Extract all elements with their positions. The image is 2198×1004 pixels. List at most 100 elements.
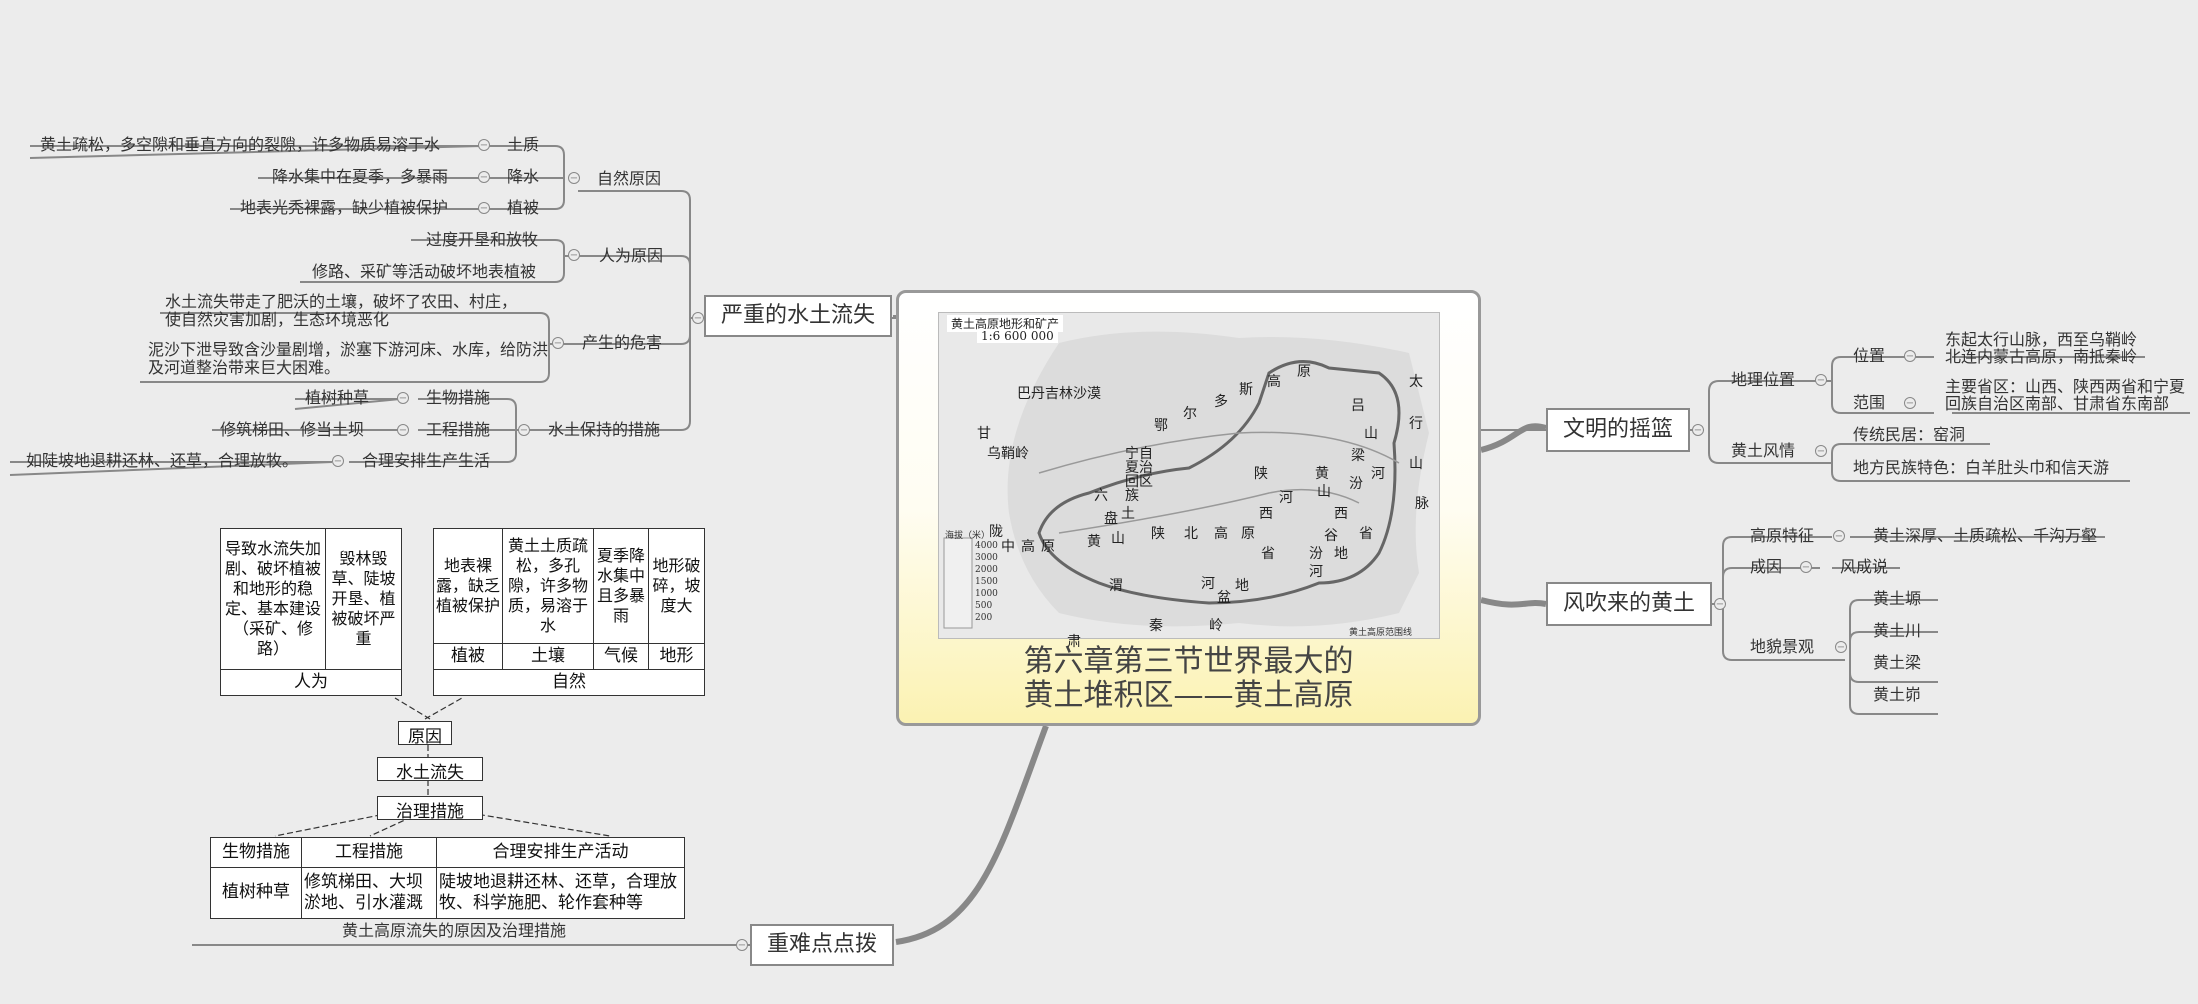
map-label: 盘 xyxy=(1104,511,1118,527)
map-label: 地 xyxy=(1334,546,1348,562)
map-label: 渭 xyxy=(1109,578,1123,594)
map-label: 原 xyxy=(1241,526,1255,542)
topic-vegetation[interactable]: 植被 xyxy=(507,198,540,217)
map-label: 原 xyxy=(1041,539,1055,555)
landform-item[interactable]: 黄土峁 xyxy=(1873,685,1922,704)
map-label: 高 xyxy=(1267,374,1281,390)
map-boundary-label: 黄土高原范围线 xyxy=(1349,628,1413,638)
measures-table: 生物措施 工程措施 合理安排生产活动 植树种草 修筑梯田、大坝淤地、引水灌溉 陡… xyxy=(210,837,685,919)
collapse-toggle[interactable]: − xyxy=(1833,530,1845,542)
map-label: 汾 xyxy=(1349,476,1363,492)
collapse-toggle[interactable]: − xyxy=(736,939,748,951)
landform-item[interactable]: 黄土川 xyxy=(1873,621,1922,640)
map-label: 甘 xyxy=(977,426,991,442)
map-label: 中 xyxy=(1001,539,1015,555)
collapse-toggle[interactable]: − xyxy=(1904,350,1916,362)
collapse-toggle[interactable]: − xyxy=(1692,424,1704,436)
landform-item[interactable]: 黄土梁 xyxy=(1873,653,1922,672)
collapse-toggle[interactable]: − xyxy=(518,424,530,436)
map-label: 陇 xyxy=(989,524,1003,540)
topic-biological[interactable]: 生物措施 xyxy=(426,388,491,407)
collapse-toggle[interactable]: − xyxy=(478,139,490,151)
detail-construction: 修路、采矿等活动破坏地表植被 xyxy=(312,262,537,281)
topic-engineering[interactable]: 工程措施 xyxy=(426,420,491,439)
measure-value: 植树种草 xyxy=(210,867,302,919)
nature-sub-label: 植被 xyxy=(433,642,503,670)
measure-value: 修筑梯田、大坝淤地、引水灌溉 xyxy=(301,867,437,919)
measure-header: 生物措施 xyxy=(210,837,302,868)
legend-value: 2000 xyxy=(975,565,998,575)
topic-origin[interactable]: 成因 xyxy=(1750,557,1783,576)
map-label: 梁 xyxy=(1351,448,1365,464)
detail-rainfall: 降水集中在夏季，多暴雨 xyxy=(272,167,449,186)
detail-plateau-features: 黄土深厚、土质疏松、千沟万壑 xyxy=(1873,526,2098,545)
topic-soil-erosion[interactable]: 严重的水土流失 xyxy=(704,295,892,337)
legend-value: 4000 xyxy=(975,541,998,551)
map-label: 陕 xyxy=(1254,466,1268,482)
flow-erosion-box: 水土流失 xyxy=(377,757,483,783)
map-drawing xyxy=(939,313,1439,638)
detail-range-2: 回族自治区南部、甘肃省东南部 xyxy=(1945,394,2170,413)
map-label: 治 xyxy=(1139,460,1153,476)
collapse-toggle[interactable]: − xyxy=(692,312,704,324)
map-label: 多 xyxy=(1214,394,1228,410)
topic-conservation[interactable]: 水土保持的措施 xyxy=(548,420,661,439)
topic-human-causes[interactable]: 人为原因 xyxy=(599,246,664,265)
collapse-toggle[interactable]: − xyxy=(478,202,490,214)
collapse-toggle[interactable]: − xyxy=(397,424,409,436)
topic-landforms[interactable]: 地貌景观 xyxy=(1750,637,1815,656)
topic-cradle-of-civilization[interactable]: 文明的摇篮 xyxy=(1546,408,1690,452)
map-label: 汾 xyxy=(1309,546,1323,562)
map-label: 山 xyxy=(1111,531,1125,547)
topic-rainfall[interactable]: 降水 xyxy=(507,167,540,186)
collapse-toggle[interactable]: − xyxy=(1904,397,1916,409)
detail-biological: 植树种草 xyxy=(305,388,370,407)
topic-range[interactable]: 范围 xyxy=(1853,393,1886,412)
topic-position[interactable]: 位置 xyxy=(1853,346,1886,365)
collapse-toggle[interactable]: − xyxy=(397,392,409,404)
topic-natural-causes[interactable]: 自然原因 xyxy=(597,169,662,188)
topic-plateau-features[interactable]: 高原特征 xyxy=(1750,526,1815,545)
collapse-toggle[interactable]: − xyxy=(1835,641,1847,653)
central-title-line2: 黄土堆积区——黄土高原 xyxy=(1023,678,1354,713)
detail-hazard-1: 水土流失带走了肥沃的土壤，破坏了农田、村庄，使自然灾害加剧，生态环境恶化 xyxy=(165,292,518,330)
map-label: 巴丹吉林沙漠 xyxy=(1017,386,1101,402)
topic-geo-location[interactable]: 地理位置 xyxy=(1731,370,1796,389)
detail-rational-arrangement: 如陡坡地退耕还林、还草，合理放牧。 xyxy=(26,451,299,470)
detail-range-1: 主要省区：山西、陕西两省和宁夏 xyxy=(1945,377,2186,396)
collapse-toggle[interactable]: − xyxy=(1714,598,1726,610)
map-label: 盆 xyxy=(1217,590,1231,606)
map-label: 高 xyxy=(1021,539,1035,555)
collapse-toggle[interactable]: − xyxy=(568,172,580,184)
map-caption: 黄土高原地形和矿产 xyxy=(947,315,1064,332)
legend-value: 500 xyxy=(975,601,993,611)
nature-label: 自然 xyxy=(433,668,705,697)
collapse-toggle[interactable]: − xyxy=(332,455,344,467)
topic-wind-blown-loess[interactable]: 风吹来的黄土 xyxy=(1546,582,1712,626)
map-label: 黄 xyxy=(1087,534,1101,550)
map-label: 原 xyxy=(1297,364,1311,380)
topic-hazards[interactable]: 产生的危害 xyxy=(582,333,663,352)
collapse-toggle[interactable]: − xyxy=(552,337,564,349)
collapse-toggle[interactable]: − xyxy=(1800,561,1812,573)
map-label: 土 xyxy=(1121,506,1135,522)
collapse-toggle[interactable]: − xyxy=(478,171,490,183)
topic-rational-arrangement[interactable]: 合理安排生产生活 xyxy=(362,451,491,470)
nature-sub-label: 气候 xyxy=(593,642,649,670)
topic-soil[interactable]: 土质 xyxy=(507,135,540,154)
measure-header: 合理安排生产活动 xyxy=(436,837,685,868)
map-scale: 1:6 600 000 xyxy=(977,329,1058,343)
collapse-toggle[interactable]: − xyxy=(1815,445,1827,457)
measure-value: 陡坡地退耕还林、还草，合理放牧、科学施肥、轮作套种等 xyxy=(436,867,685,919)
topic-loess-custom[interactable]: 黄土风情 xyxy=(1731,441,1796,460)
map-label: 河 xyxy=(1309,564,1323,580)
detail-flow-caption: 黄土高原流失的原因及治理措施 xyxy=(342,921,567,940)
human-label: 人为 xyxy=(220,668,402,697)
collapse-toggle[interactable]: − xyxy=(1815,374,1827,386)
landform-item[interactable]: 黄土塬 xyxy=(1873,589,1922,608)
collapse-toggle[interactable]: − xyxy=(568,249,580,261)
nature-cell: 夏季降水集中且多暴雨 xyxy=(593,528,649,644)
topic-key-points[interactable]: 重难点点拨 xyxy=(750,924,894,966)
map-label: 河 xyxy=(1279,490,1293,506)
